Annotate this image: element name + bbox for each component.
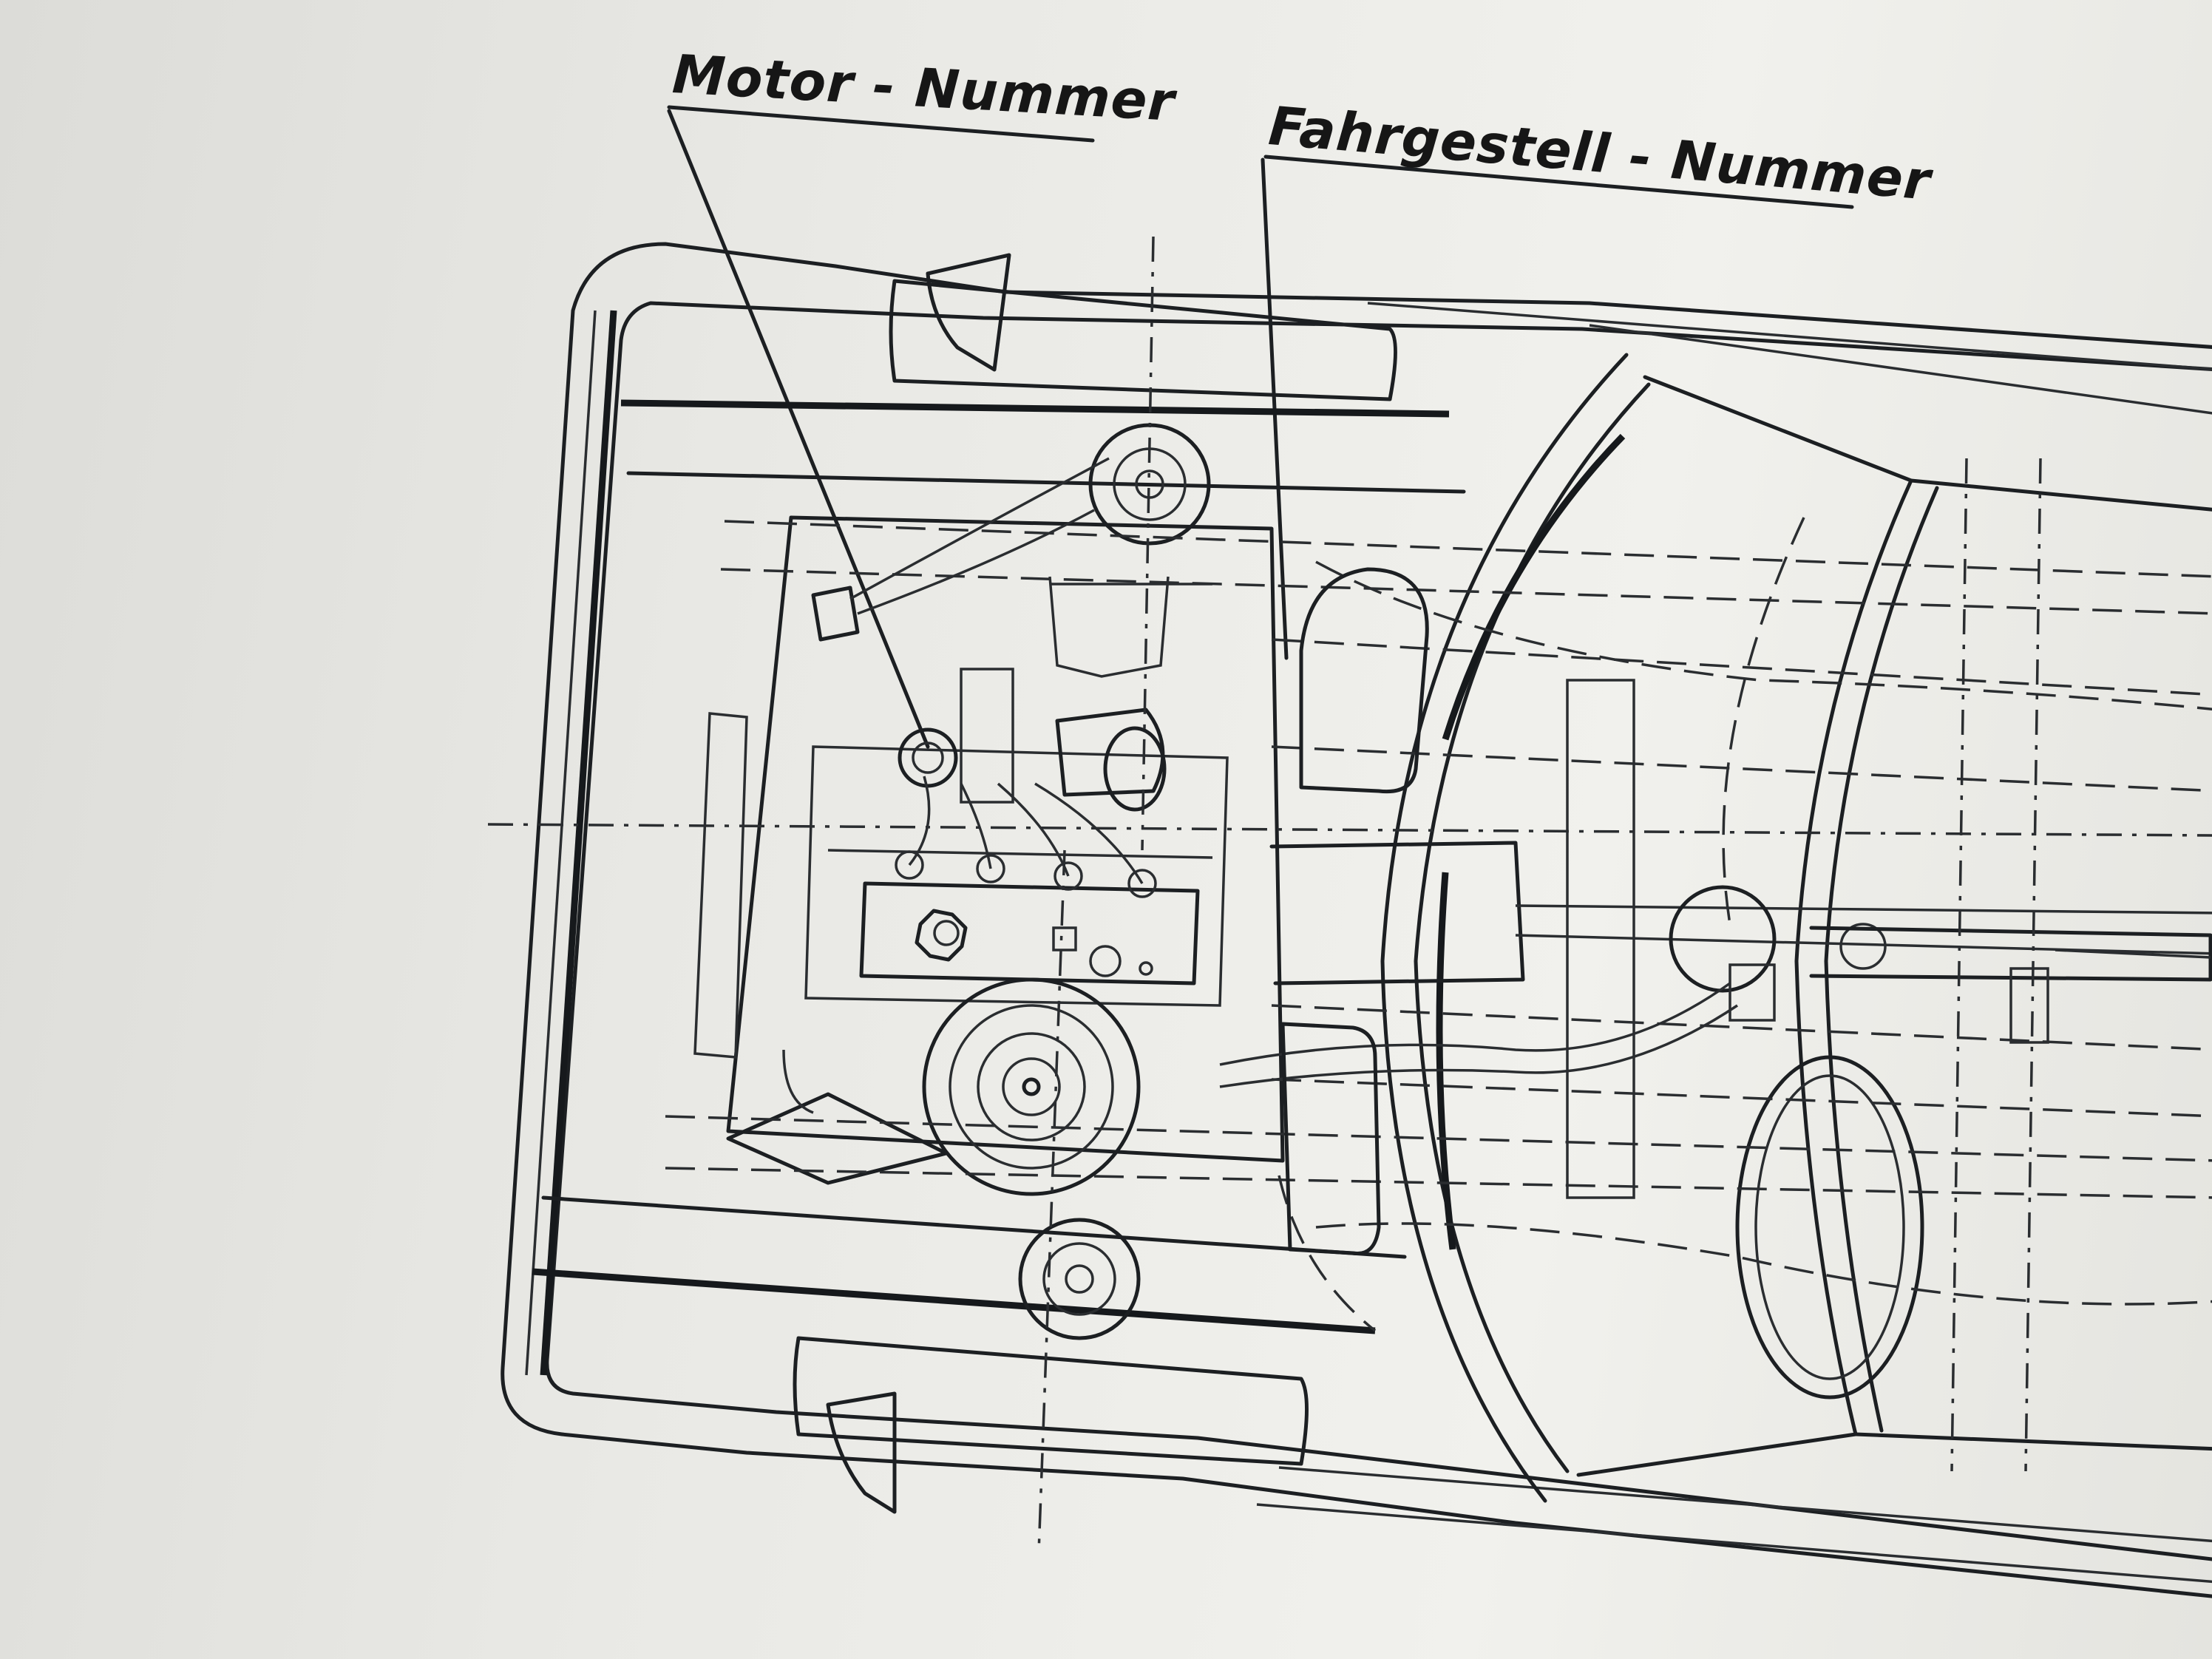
label-leaders [667, 105, 1854, 749]
hidden-lines [487, 236, 2212, 1553]
car-body-outline [501, 242, 2212, 1598]
engine-leader-line [667, 109, 930, 749]
engine-bay [693, 515, 1285, 1163]
wheel-arches [1280, 567, 1429, 1256]
engine-label-underline [667, 105, 1095, 143]
chassis-label-underline [1263, 155, 1854, 209]
engine-components [726, 423, 1211, 1340]
windshield-cabin [1380, 353, 2212, 1503]
headlights [793, 253, 1397, 1514]
